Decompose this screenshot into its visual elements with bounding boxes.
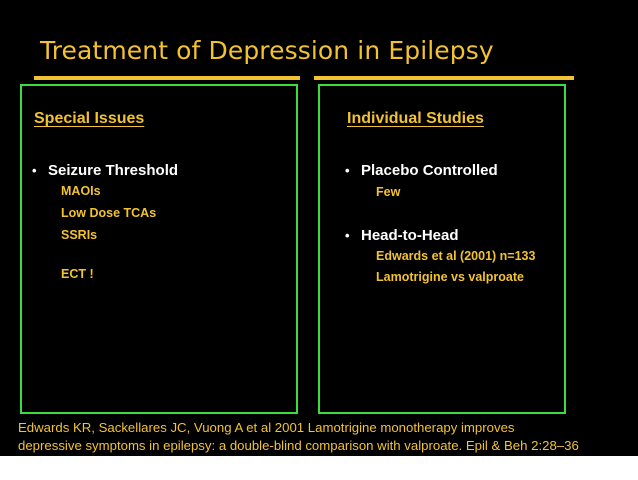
individual-studies-panel bbox=[318, 84, 566, 414]
bullet-text: Head-to-Head bbox=[361, 227, 459, 244]
bullet-dot: • bbox=[345, 163, 350, 178]
sub-item-ect: ECT ! bbox=[61, 267, 94, 281]
sub-item-maois: MAOIs bbox=[61, 184, 101, 198]
bullet-text: Seizure Threshold bbox=[48, 162, 179, 179]
bullet-dot: • bbox=[345, 228, 350, 243]
sub-item-edwards-study: Edwards et al (2001) n=133 bbox=[376, 249, 536, 263]
special-issues-panel bbox=[20, 84, 298, 414]
seizure-threshold-bullet: • Seizure Threshold bbox=[32, 162, 178, 179]
slide-title: Treatment of Depression in Epilepsy bbox=[40, 36, 494, 65]
special-issues-heading: Special Issues bbox=[34, 110, 145, 127]
slide: Treatment of Depression in Epilepsy Spec… bbox=[0, 0, 638, 456]
sub-item-lamotrigine-vs-valproate: Lamotrigine vs valproate bbox=[376, 270, 524, 284]
citation-line-2: depressive symptoms in epilepsy: a doubl… bbox=[18, 438, 579, 453]
title-underline-gap bbox=[300, 76, 314, 80]
sub-item-low-dose-tcas: Low Dose TCAs bbox=[61, 206, 157, 220]
head-to-head-bullet: • Head-to-Head bbox=[345, 227, 459, 244]
citation: Edwards KR, Sackellares JC, Vuong A et a… bbox=[18, 419, 638, 455]
placebo-controlled-bullet: • Placebo Controlled bbox=[345, 162, 498, 179]
citation-line-1: Edwards KR, Sackellares JC, Vuong A et a… bbox=[18, 420, 515, 435]
bullet-dot: • bbox=[32, 163, 37, 178]
bullet-text: Placebo Controlled bbox=[361, 162, 498, 179]
individual-studies-heading: Individual Studies bbox=[347, 110, 484, 127]
sub-item-few: Few bbox=[376, 185, 401, 199]
sub-item-ssris: SSRIs bbox=[61, 228, 98, 242]
